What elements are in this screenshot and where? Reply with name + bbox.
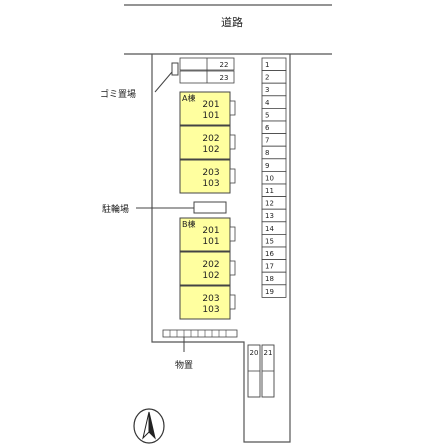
parking-label-11: 11 (265, 187, 274, 195)
building-a-unit-2 (179, 125, 231, 160)
site-boundary (151, 54, 291, 443)
building-a-balcony-1 (229, 100, 236, 116)
building-b-label: B棟 (182, 219, 196, 229)
road-label: 道路 (221, 15, 243, 29)
building-b-balcony-1 (229, 226, 236, 242)
parking-label-3: 3 (265, 86, 269, 94)
building-b-unit-1-lower: 101 (202, 237, 219, 247)
storage-shed (162, 329, 238, 338)
building-b-balcony-2 (229, 260, 236, 276)
parking-label-13: 13 (265, 212, 274, 220)
building-a-unit-1-lower: 101 (202, 111, 219, 121)
building-a: A棟 201 101 202 102 203 103 (179, 91, 236, 194)
parking-label-10: 10 (265, 174, 274, 182)
building-b: B棟 201 101 202 102 203 103 (179, 217, 236, 320)
building-a-unit-1-upper: 201 (202, 100, 219, 110)
building-a-unit-3-upper: 203 (202, 168, 219, 178)
parking-label-9: 9 (265, 162, 269, 170)
building-b-unit-1-upper: 201 (202, 226, 219, 236)
building-a-balcony-2 (229, 134, 236, 150)
parking-label-22: 22 (220, 61, 229, 69)
parking-label-14: 14 (265, 225, 274, 233)
building-b-unit-3-upper: 203 (202, 294, 219, 304)
building-b-unit-3 (179, 285, 231, 320)
building-b-unit-2-upper: 202 (202, 260, 219, 270)
building-a-label: A棟 (182, 93, 195, 103)
parking-label-2: 2 (265, 74, 269, 82)
building-b-unit-3-lower: 103 (202, 305, 219, 315)
north-arrow-icon (133, 408, 165, 444)
parking-label-7: 7 (265, 137, 269, 145)
building-a-balcony-3 (229, 168, 236, 184)
parking-label-16: 16 (265, 250, 274, 258)
parking-label-4: 4 (265, 99, 270, 107)
storage-shed-dividers (169, 330, 227, 337)
parking-label-21: 21 (264, 349, 273, 357)
parking-slot-19 (261, 284, 287, 298)
building-a-unit-3 (179, 159, 231, 194)
building-a-unit-2-lower: 102 (202, 145, 219, 155)
parking-label-6: 6 (265, 124, 270, 132)
garbage-box (171, 62, 179, 76)
parking-label-12: 12 (265, 200, 274, 208)
building-a-unit-2-upper: 202 (202, 134, 219, 144)
storage-label: 物置 (175, 359, 193, 371)
parking-label-15: 15 (265, 237, 274, 245)
building-b-balcony-3 (229, 294, 236, 310)
building-b-unit-2 (179, 251, 231, 286)
building-a-unit-3-lower: 103 (202, 179, 219, 189)
bike-parking-box (193, 201, 227, 214)
garbage-leader (154, 71, 173, 93)
parking-label-23: 23 (220, 74, 229, 82)
parking-label-8: 8 (265, 149, 269, 157)
parking-label-17: 17 (265, 263, 274, 271)
parking-label-1: 1 (265, 61, 269, 69)
building-b-unit-1 (179, 217, 231, 252)
building-b-unit-2-lower: 102 (202, 271, 219, 281)
garbage-label: ゴミ置場 (100, 88, 136, 100)
parking-label-19: 19 (265, 288, 274, 296)
parking-label-18: 18 (265, 275, 274, 283)
parking-label-20: 20 (250, 349, 259, 357)
parking-label-5: 5 (265, 111, 269, 119)
bike-label: 駐輪場 (102, 203, 129, 215)
